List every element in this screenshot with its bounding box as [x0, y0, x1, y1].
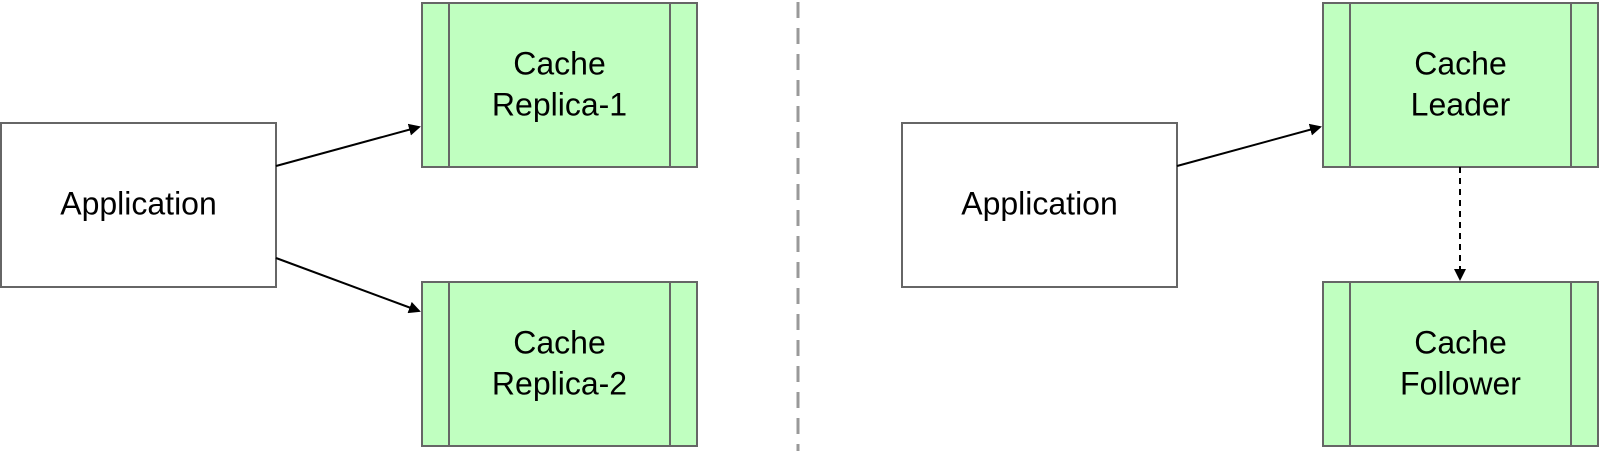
cache-replica-1-line1: Cache [513, 45, 606, 81]
cache-leader-node: Cache Leader [1322, 2, 1599, 168]
left-application-node: Application [0, 122, 277, 288]
cache-leader-line1: Cache [1414, 45, 1507, 81]
cache-follower-node: Cache Follower [1322, 281, 1599, 447]
cache-follower-line1: Cache [1414, 324, 1507, 360]
right-application-node: Application [901, 122, 1178, 288]
arrow-app-to-replica-1 [275, 123, 421, 167]
right-application-label: Application [961, 185, 1118, 221]
cache-replica-1-line2: Replica-1 [492, 86, 627, 122]
cache-follower-line2: Follower [1400, 365, 1521, 401]
arrow-app-to-leader [1176, 123, 1322, 167]
arrow-app-to-replica-2 [275, 257, 421, 314]
cache-replica-2-line2: Replica-2 [492, 365, 627, 401]
cache-replica-2-node: Cache Replica-2 [421, 281, 698, 447]
cache-leader-line2: Leader [1411, 86, 1511, 122]
cache-replica-1-node: Cache Replica-1 [421, 2, 698, 168]
left-application-label: Application [60, 185, 217, 221]
cache-replica-2-line1: Cache [513, 324, 606, 360]
